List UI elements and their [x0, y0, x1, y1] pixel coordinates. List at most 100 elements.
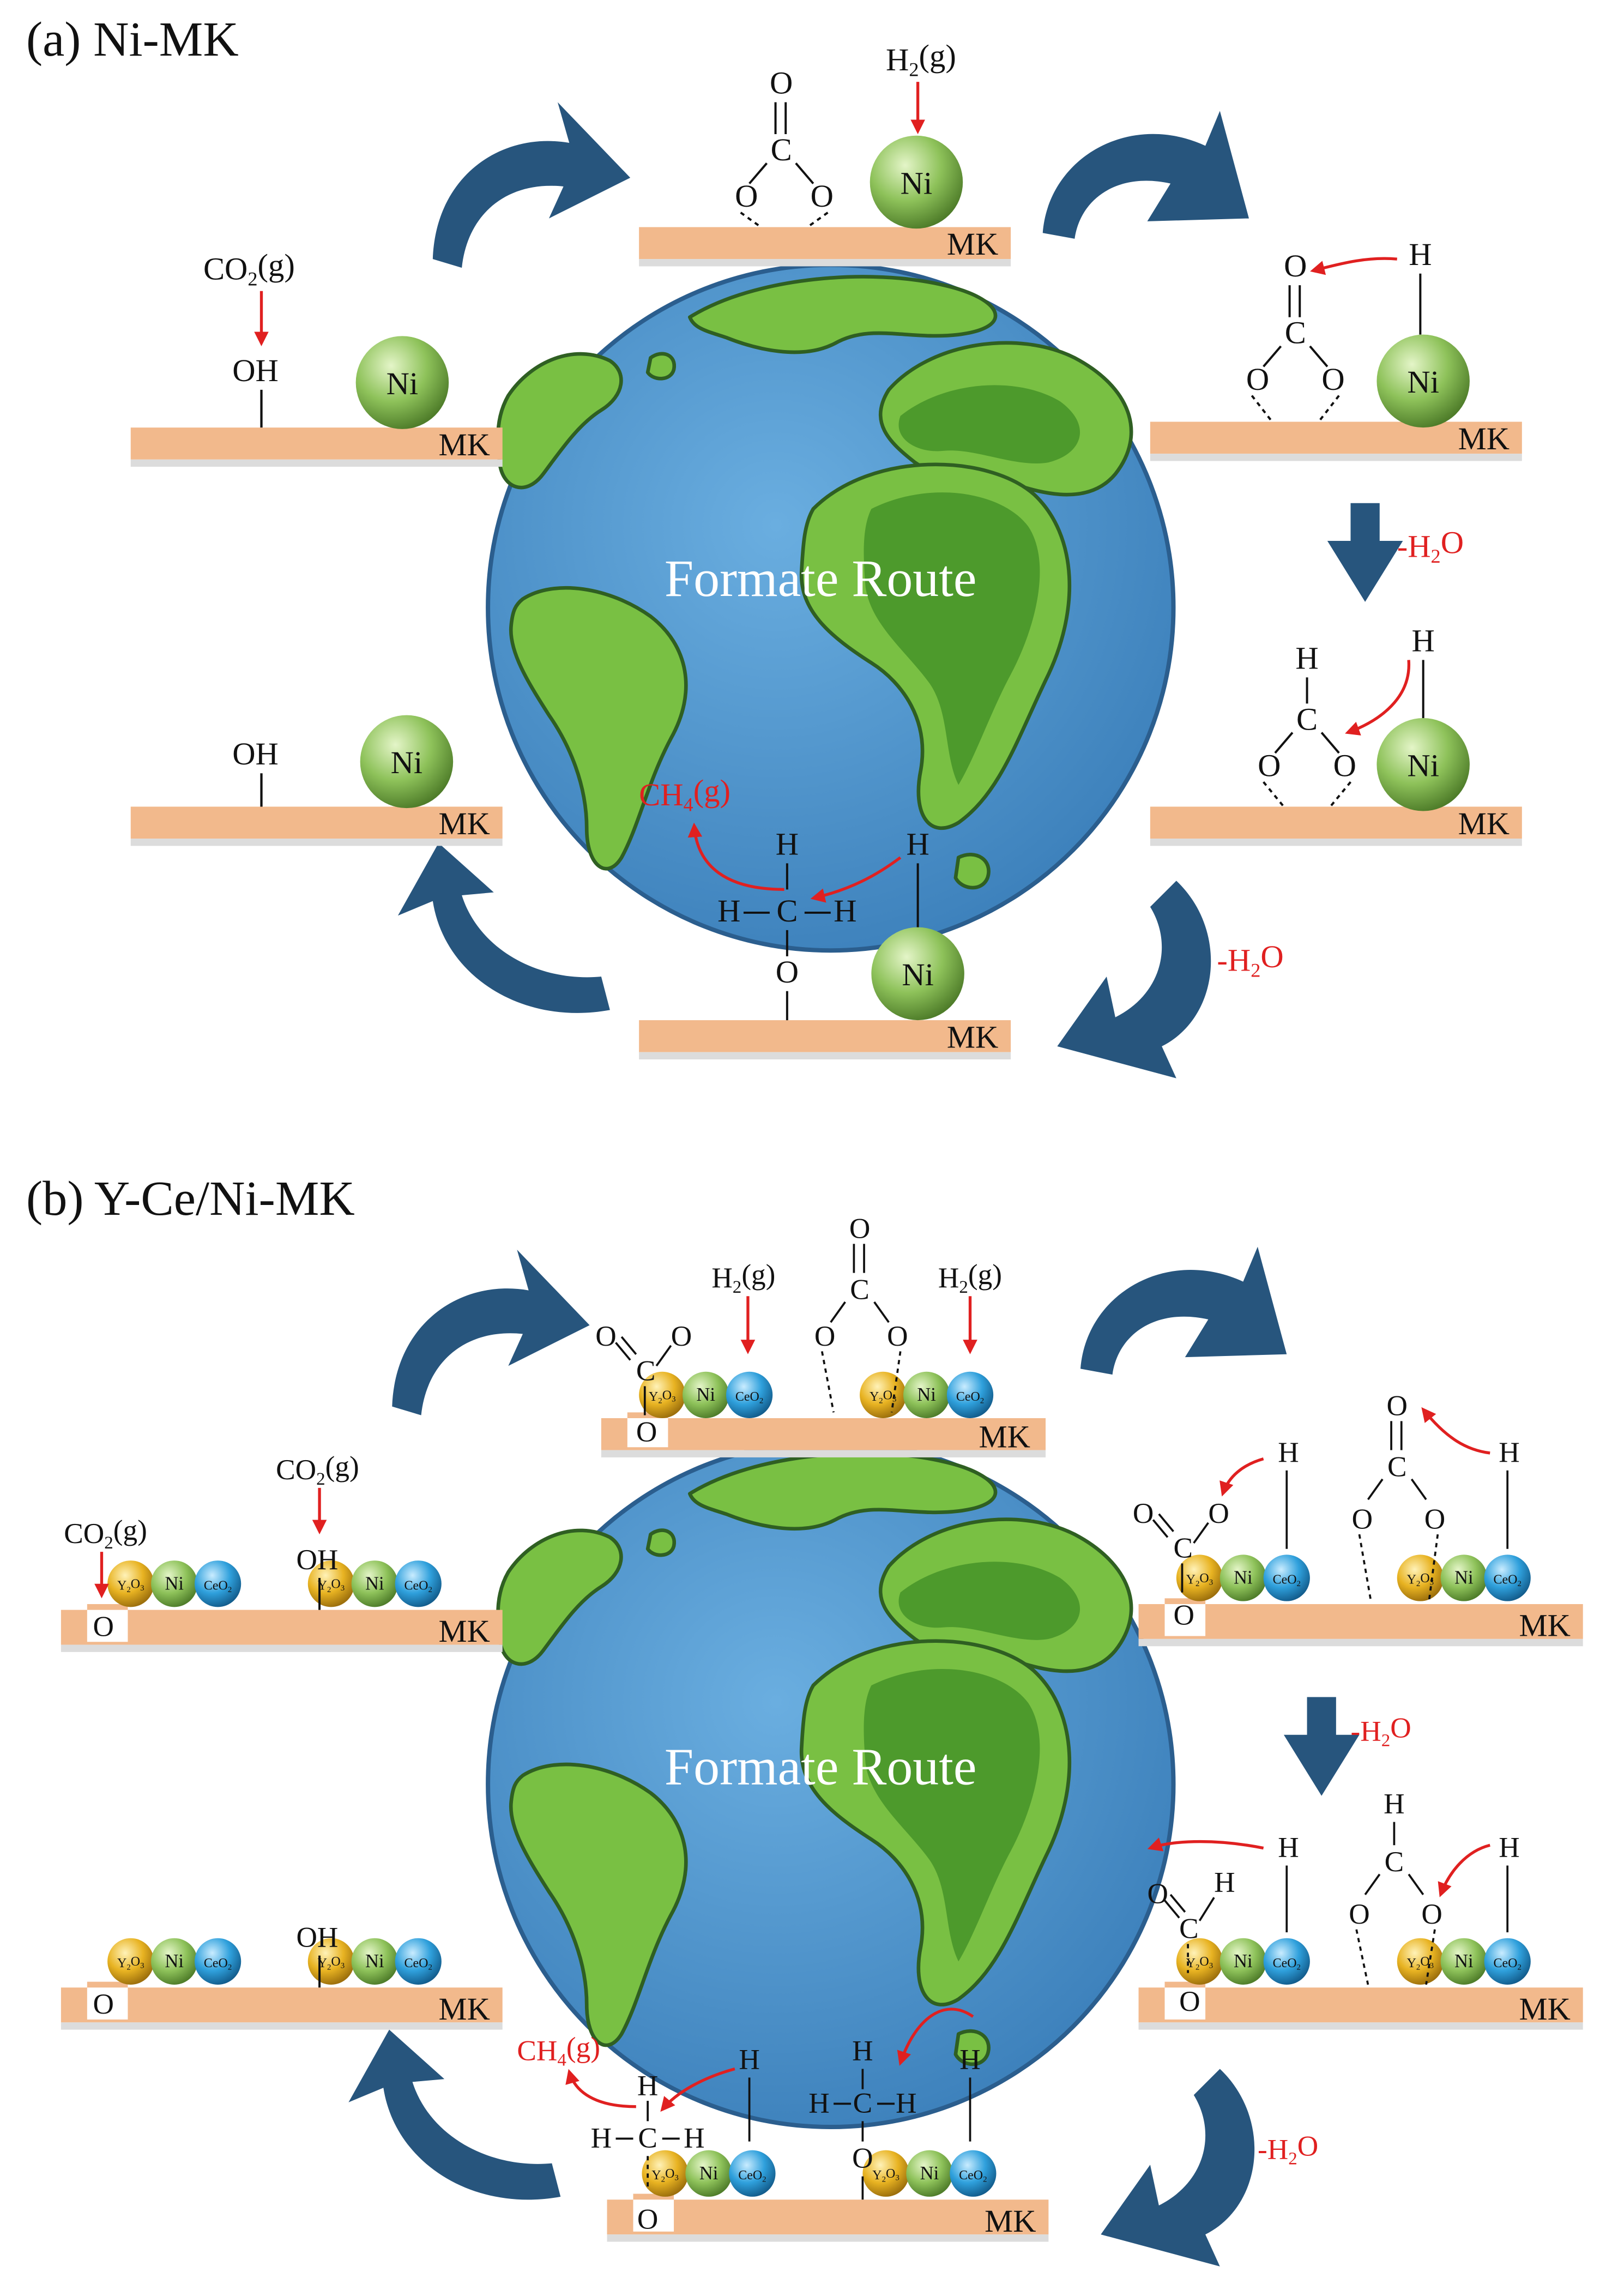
y2o3-particle-label: Y2​O3​	[117, 1577, 144, 1594]
ni-particle	[685, 2150, 732, 2197]
svg-text:H: H	[591, 2122, 612, 2154]
ceo2-particle	[1484, 1938, 1531, 1985]
cycle-arrows	[397, 102, 1403, 1078]
support-slabs	[130, 227, 1522, 1059]
ceo2-particle-label: CeO2​	[204, 1578, 232, 1594]
svg-text:O: O	[811, 178, 834, 214]
svg-text:H: H	[906, 826, 929, 861]
svg-text:H: H	[852, 2034, 873, 2066]
svg-text:O: O	[1284, 248, 1307, 284]
ni-particle-label: Ni	[920, 2163, 939, 2184]
svg-text:H: H	[1499, 1831, 1519, 1864]
svg-text:O: O	[1258, 748, 1281, 784]
svg-text:CH4​(g): CH4​(g)	[639, 773, 730, 816]
y2o3-particle	[639, 1371, 686, 1418]
svg-text:H: H	[959, 2043, 980, 2075]
ni-particle	[1219, 1554, 1266, 1601]
svg-text:OH: OH	[232, 736, 279, 772]
svg-text:CO2​(g): CO2​(g)	[203, 248, 295, 290]
svg-text:OH: OH	[232, 353, 279, 388]
ni-particle-label: Ni	[165, 1951, 184, 1972]
ceo2-particle	[395, 1560, 442, 1607]
svg-text:O: O	[1173, 1599, 1194, 1631]
svg-text:C: C	[771, 132, 792, 167]
svg-text:O: O	[887, 1320, 908, 1352]
svg-text:H2​(g): H2​(g)	[711, 1258, 775, 1297]
ceo2-particle-label: CeO2​	[1494, 1573, 1522, 1588]
svg-text:C: C	[776, 893, 798, 929]
svg-text:O: O	[1386, 1390, 1407, 1422]
y2o3-particle-label: Y2​O3​	[651, 2167, 679, 2184]
svg-text:MK: MK	[439, 1613, 490, 1649]
ceo2-particle	[1484, 1554, 1531, 1601]
ceo2-particle	[726, 1371, 773, 1418]
ni-particle-label: Ni	[696, 1384, 715, 1405]
panel-b-title: (b) Y-Ce/Ni-MK	[26, 1171, 355, 1226]
svg-text:H: H	[637, 2069, 658, 2101]
svg-text:MK: MK	[1519, 1991, 1571, 2027]
svg-text:-H2​O: -H2​O	[1350, 1712, 1411, 1750]
svg-text:-H2​O: -H2​O	[1217, 939, 1283, 981]
svg-text:-H2​O: -H2​O	[1397, 525, 1464, 568]
ceo2-particle-label: CeO2​	[404, 1578, 432, 1594]
ni-particle	[903, 1371, 950, 1418]
cycle-arrow-right	[1057, 881, 1211, 1078]
svg-text:O: O	[93, 1988, 113, 2020]
cycle-arrow-top-left	[392, 1249, 590, 1415]
svg-text:-H2​O: -H2​O	[1258, 2130, 1318, 2169]
svg-text:C: C	[850, 1274, 870, 1306]
svg-text:O: O	[1333, 748, 1356, 784]
promoter-particle-triplets: Y2​O3​NiCeO2​Y2​O3​NiCeO2​Y2​O3​NiCeO2​Y…	[107, 1371, 1531, 2197]
ceo2-particle	[194, 1560, 242, 1607]
svg-text:MK: MK	[979, 1419, 1030, 1454]
ceo2-particle-label: CeO2​	[1273, 1573, 1301, 1588]
ceo2-particle-label: CeO2​	[735, 1390, 763, 1405]
svg-text:Ni: Ni	[902, 957, 934, 992]
ceo2-particle-label: CeO2​	[404, 1956, 432, 1972]
cycle-arrow-top-right	[1080, 1246, 1287, 1375]
ceo2-particle	[950, 2150, 997, 2197]
y2o3-particle-label: Y2​O3​	[870, 1388, 897, 1405]
ceo2-particle-label: CeO2​	[1494, 1956, 1522, 1972]
y2o3-particle-label: Y2​O3​	[1186, 1955, 1213, 1972]
svg-text:O: O	[1352, 1503, 1373, 1535]
cycle-arrow-down	[1327, 503, 1403, 602]
y2o3-particle	[1176, 1554, 1223, 1601]
y2o3-particle-label: Y2​O3​	[649, 1388, 676, 1405]
y2o3-particle	[642, 2150, 689, 2197]
svg-text:H: H	[1409, 237, 1432, 272]
svg-text:H2​(g): H2​(g)	[886, 38, 956, 81]
ni-particle	[1440, 1938, 1487, 1985]
svg-text:H: H	[834, 893, 856, 929]
svg-text:OH: OH	[296, 1544, 338, 1576]
svg-text:C: C	[1387, 1451, 1407, 1483]
globe-label: Formate Route	[665, 550, 977, 607]
panel-b-chemistry: CO2​(g) O CO2​(g) OH O C O O H2​(g) H2​(…	[64, 1213, 1519, 2235]
svg-text:H: H	[1214, 1866, 1235, 1898]
panel-a: (a) Ni-MK Formate Route	[26, 11, 1522, 1078]
svg-text:C: C	[636, 1355, 656, 1387]
svg-text:O: O	[1133, 1497, 1154, 1529]
svg-text:H: H	[1295, 640, 1318, 676]
ni-particle-label: Ni	[165, 1573, 184, 1594]
svg-text:CH4​(g): CH4​(g)	[517, 2031, 600, 2070]
cycle-arrow-down	[1283, 1697, 1360, 1796]
ceo2-particle-label: CeO2​	[959, 2168, 987, 2184]
ni-particle	[1440, 1554, 1487, 1601]
ni-particle-label: Ni	[1234, 1951, 1253, 1972]
ceo2-particle-label: CeO2​	[738, 2168, 766, 2184]
svg-text:OH: OH	[296, 1921, 338, 1954]
svg-text:H: H	[1278, 1831, 1299, 1864]
panel-b: (b) Y-Ce/Ni-MK Formate Route	[26, 1171, 1583, 2267]
ni-particle	[351, 1938, 398, 1985]
globe: Formate Route	[486, 1439, 1176, 2130]
ni-particle-label: Ni	[1234, 1568, 1253, 1588]
ni-particle-label: Ni	[699, 2163, 719, 2184]
svg-text:MK: MK	[985, 2203, 1036, 2239]
ceo2-particle	[729, 2150, 776, 2197]
svg-text:C: C	[638, 2122, 657, 2154]
svg-text:H: H	[776, 826, 799, 861]
svg-text:O: O	[637, 2203, 658, 2235]
y2o3-particle-label: Y2​O3​	[1407, 1955, 1434, 1972]
svg-text:H: H	[739, 2043, 759, 2075]
